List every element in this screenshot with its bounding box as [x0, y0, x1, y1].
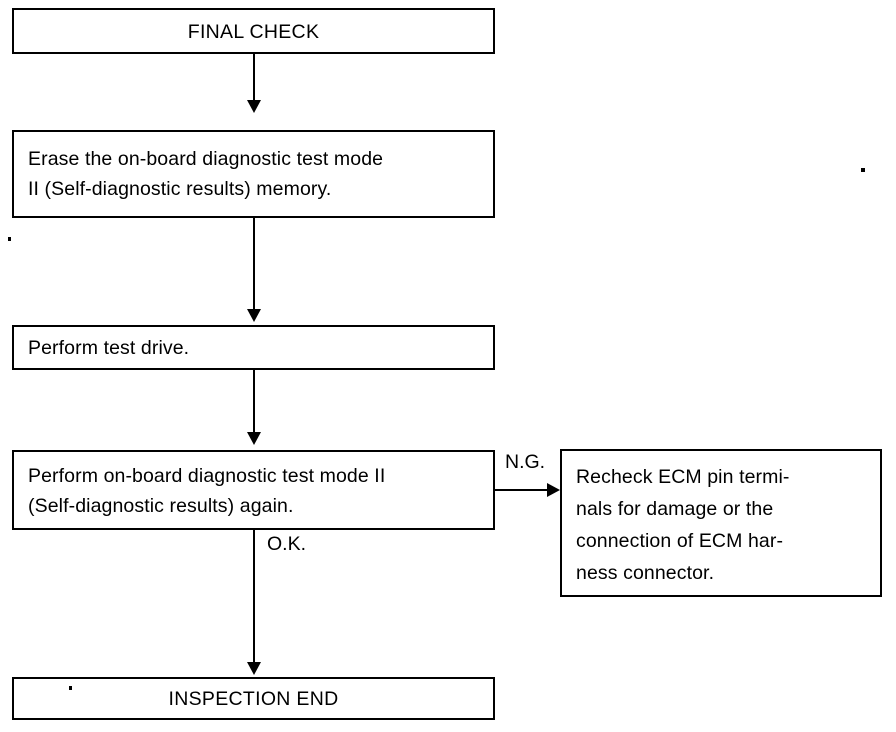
node-recheck-ecm: Recheck ECM pin termi- nals for damage o… — [560, 449, 882, 597]
connector-test-drive-to-perform-again — [253, 370, 255, 434]
node-recheck-ecm-label: Recheck ECM pin termi- nals for damage o… — [576, 466, 790, 584]
node-inspection-end: INSPECTION END — [12, 677, 495, 720]
arrow-down-icon — [247, 309, 261, 322]
node-erase-memory: Erase the on-board diagnostic test mode … — [12, 130, 495, 218]
node-final-check: FINAL CHECK — [12, 8, 495, 54]
edge-label-ng: N.G. — [505, 451, 546, 473]
scan-speck — [69, 686, 72, 690]
connector-ok-to-inspection-end — [253, 530, 255, 664]
node-test-drive-label: Perform test drive. — [28, 337, 190, 359]
arrow-down-icon — [247, 432, 261, 445]
node-test-drive: Perform test drive. — [12, 325, 495, 370]
node-final-check-label: FINAL CHECK — [187, 21, 320, 43]
arrow-right-icon — [547, 483, 560, 497]
edge-label-ok: O.K. — [267, 533, 307, 555]
arrow-down-icon — [247, 100, 261, 113]
connector-erase-to-test-drive — [253, 218, 255, 311]
scan-speck — [8, 237, 11, 241]
node-erase-memory-label: Erase the on-board diagnostic test mode … — [28, 148, 384, 200]
node-inspection-end-label: INSPECTION END — [168, 688, 339, 710]
scan-speck — [861, 168, 865, 172]
connector-ng-branch — [495, 489, 550, 491]
connector-final-check-to-erase — [253, 54, 255, 102]
arrow-down-icon — [247, 662, 261, 675]
node-perform-again-label: Perform on-board diagnostic test mode II… — [28, 465, 386, 517]
node-perform-again: Perform on-board diagnostic test mode II… — [12, 450, 495, 530]
